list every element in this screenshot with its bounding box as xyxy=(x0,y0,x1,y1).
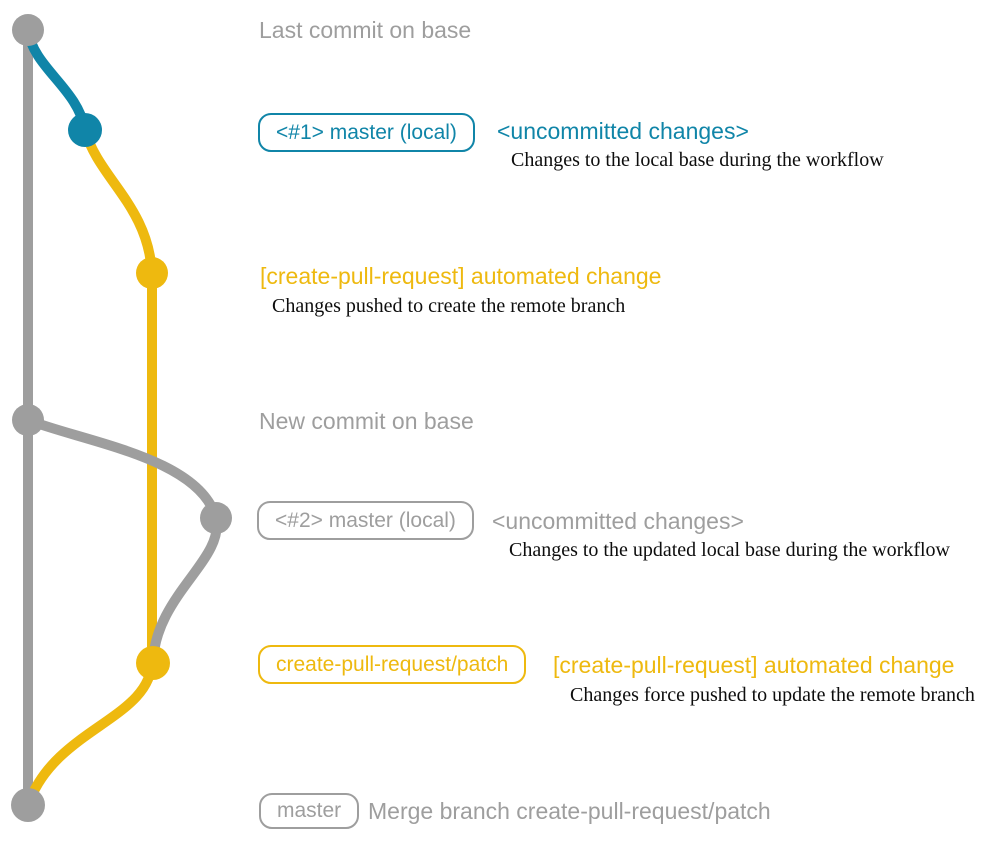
git-graph xyxy=(11,14,232,822)
badge-master-text: master xyxy=(277,799,342,822)
commit-dot-merge xyxy=(11,788,45,822)
badge-create-pull-request-patch-text: create-pull-request/patch xyxy=(276,652,509,676)
badge-master-local-2: <#2> master (local) xyxy=(257,501,474,540)
desc-automated-change-1: Changes pushed to create the remote bran… xyxy=(272,295,626,317)
commit-dot-uncommitted-1 xyxy=(68,113,102,147)
commit-dot-uncommitted-2 xyxy=(200,502,232,534)
badge-master-local-1: <#1> master (local) xyxy=(258,113,475,152)
label-new-commit-on-base: New commit on base xyxy=(259,408,474,434)
patch-branch-line xyxy=(25,125,157,805)
commit-dot-new-base xyxy=(12,404,44,436)
local-branch-line xyxy=(23,25,90,135)
badge-master-local-2-text: <#2> master (local) xyxy=(275,508,456,532)
note-merge-branch: Merge branch create-pull-request/patch xyxy=(368,798,771,824)
commit-dot-automated-1 xyxy=(136,257,168,289)
note-uncommitted-changes-1: <uncommitted changes> xyxy=(497,118,749,144)
desc-uncommitted-changes-1: Changes to the local base during the wor… xyxy=(511,149,884,171)
badge-master-local-1-text: <#1> master (local) xyxy=(276,120,457,144)
desc-automated-change-2: Changes force pushed to update the remot… xyxy=(570,684,975,706)
note-automated-change-2: [create-pull-request] automated change xyxy=(553,652,955,678)
note-uncommitted-changes-2: <uncommitted changes> xyxy=(492,508,744,534)
commit-dot-last-base xyxy=(12,14,44,46)
commit-dot-automated-2 xyxy=(136,646,170,680)
label-last-commit-on-base: Last commit on base xyxy=(259,17,472,43)
updated-local-branch-line xyxy=(23,415,222,668)
badge-create-pull-request-patch: create-pull-request/patch xyxy=(258,645,527,684)
desc-uncommitted-changes-2: Changes to the updated local base during… xyxy=(509,539,950,561)
note-automated-change-1: [create-pull-request] automated change xyxy=(260,263,662,289)
badge-master: master xyxy=(259,793,360,829)
